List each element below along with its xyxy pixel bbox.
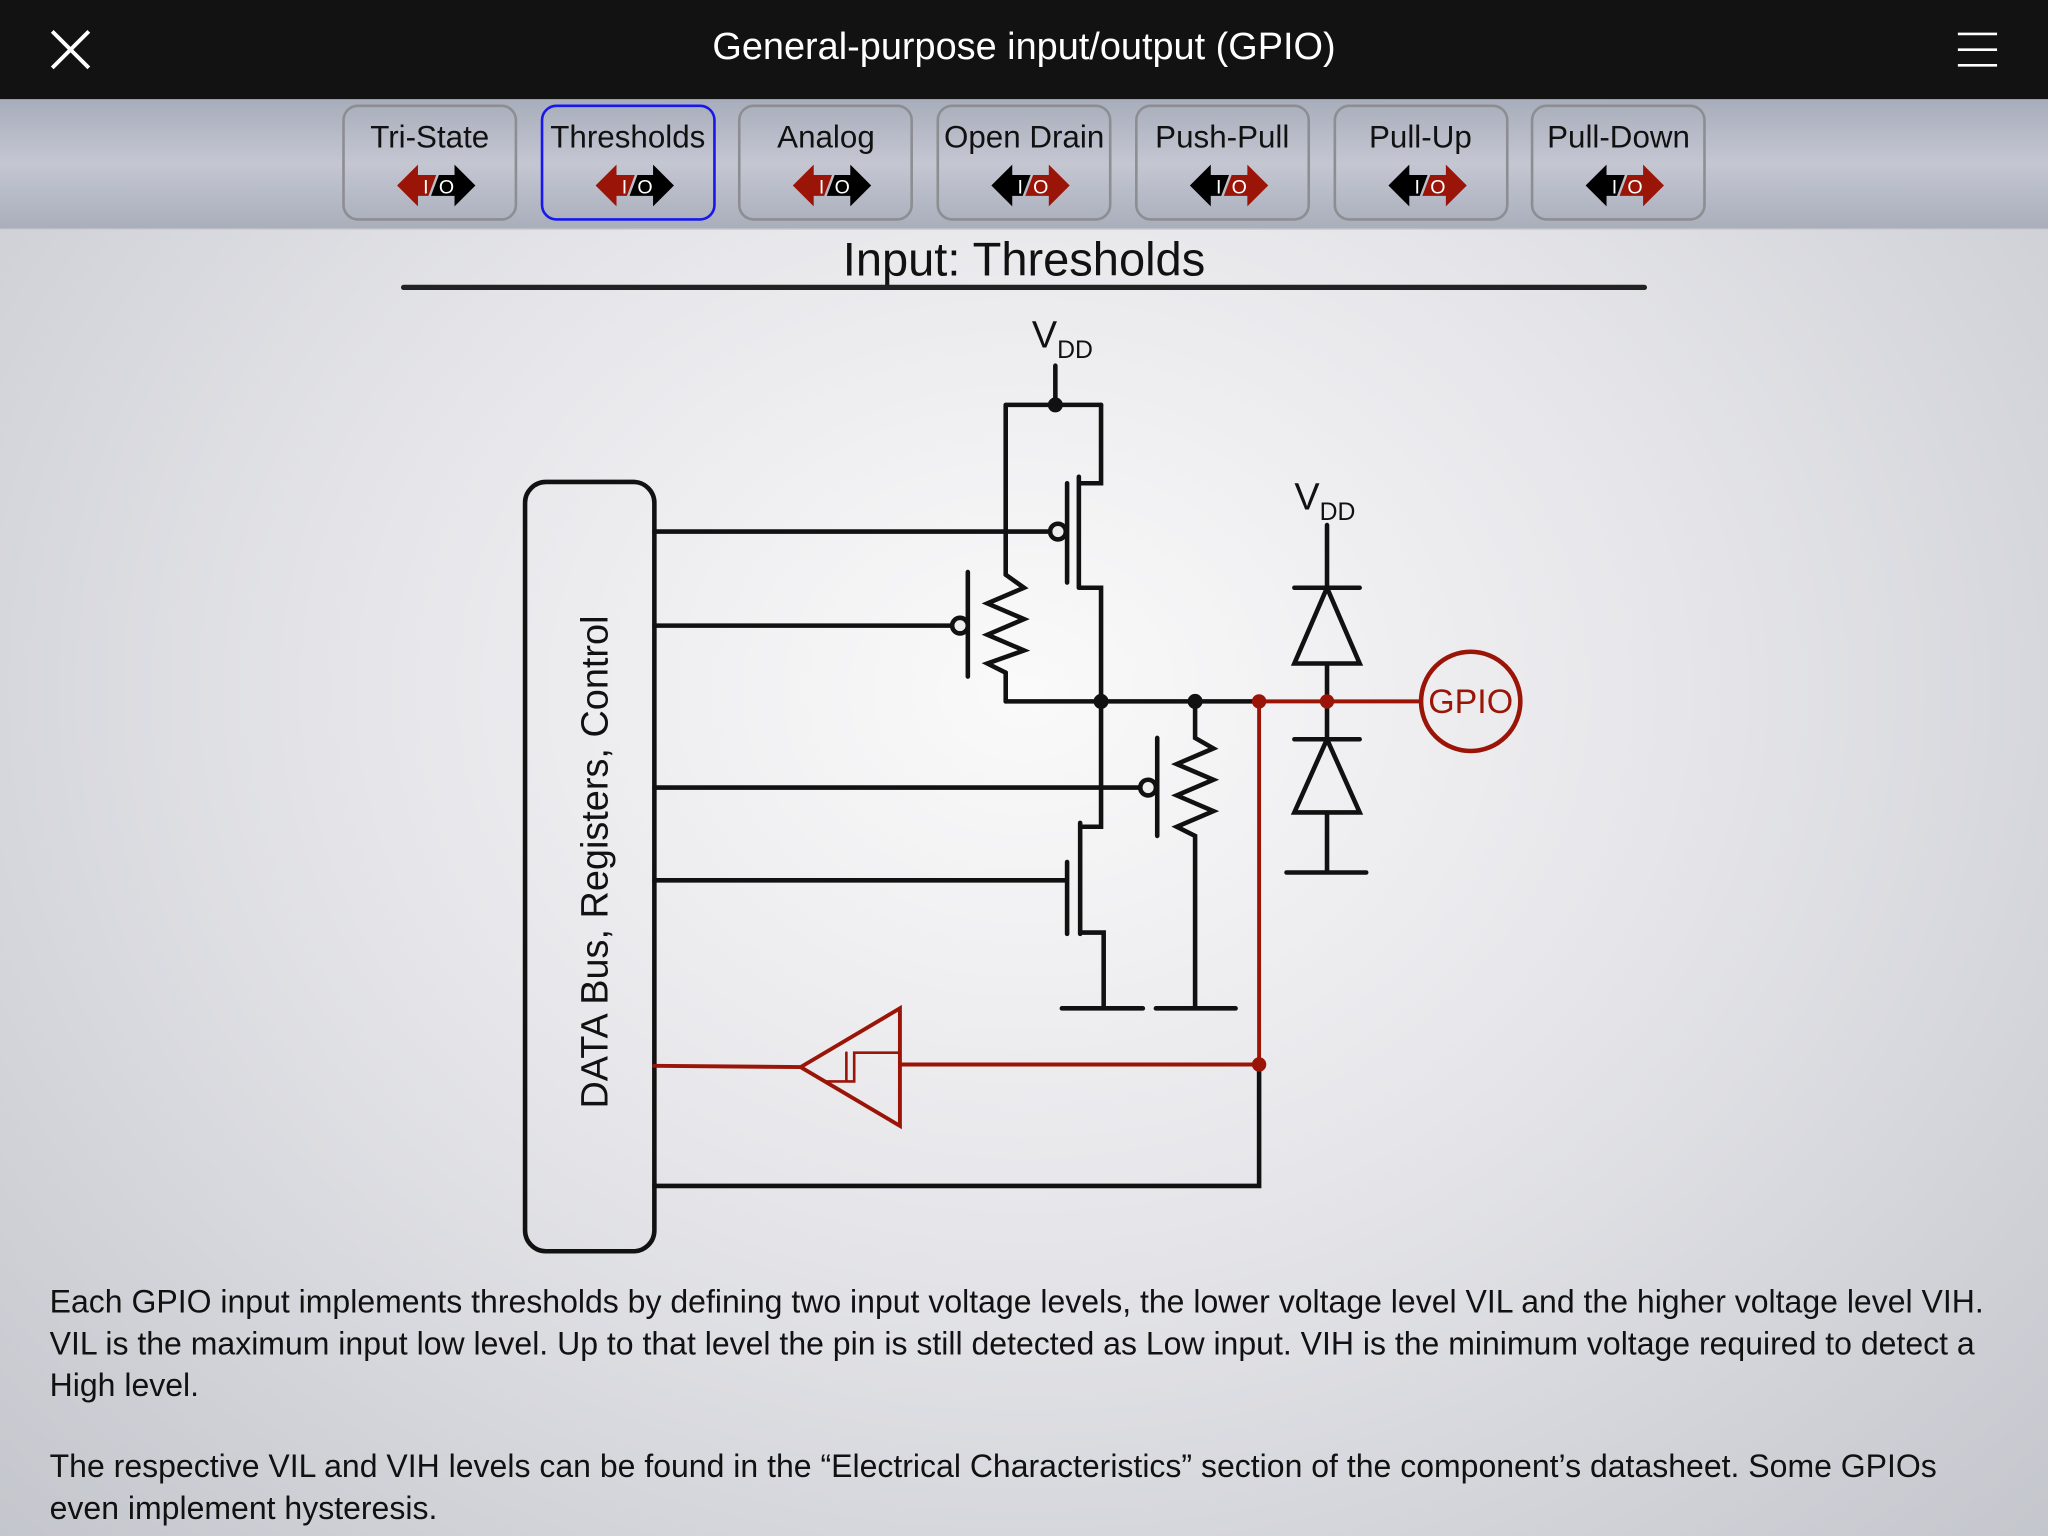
tab-analog[interactable]: Analog I O xyxy=(738,104,914,221)
svg-text:O: O xyxy=(1628,176,1643,198)
svg-text:I: I xyxy=(1018,176,1023,198)
tab-pull-up[interactable]: Pull-Up I O xyxy=(1332,104,1508,221)
vdd-label-diode: VDD xyxy=(1294,476,1355,525)
pmos-transistor xyxy=(652,402,1104,704)
svg-text:O: O xyxy=(1231,176,1246,198)
svg-text:O: O xyxy=(637,176,652,198)
hamburger-menu-icon[interactable] xyxy=(1957,31,1999,68)
io-arrow-icon: I O xyxy=(1585,164,1665,207)
svg-text:O: O xyxy=(835,176,850,198)
svg-text:I: I xyxy=(621,176,626,198)
schmitt-trigger-buffer xyxy=(796,1004,902,1130)
svg-text:I: I xyxy=(819,176,824,198)
title-underline xyxy=(400,284,1648,290)
io-arrow-icon: I O xyxy=(1387,164,1467,207)
tab-thresholds[interactable]: Thresholds I O xyxy=(540,104,716,221)
tab-tri-state[interactable]: Tri-State I O xyxy=(342,104,518,221)
gpio-label: GPIO xyxy=(1428,683,1513,721)
svg-text:I: I xyxy=(423,176,428,198)
tab-label: Open Drain xyxy=(943,120,1105,156)
vdd-label-top: VDD xyxy=(1032,314,1093,363)
io-arrow-icon: I O xyxy=(1189,164,1268,207)
svg-text:O: O xyxy=(1033,176,1048,198)
box-label: DATA Bus, Registers, Control xyxy=(574,616,616,1109)
svg-text:I: I xyxy=(1216,176,1221,198)
pmos-gate-bubble xyxy=(1047,521,1069,542)
io-arrow-icon: I O xyxy=(991,164,1070,207)
data-bus-block xyxy=(522,479,657,1254)
tab-label: Pull-Up xyxy=(1368,120,1472,156)
svg-text:I: I xyxy=(1414,176,1419,198)
close-icon[interactable] xyxy=(47,26,94,73)
io-arrow-icon: I O xyxy=(595,164,674,207)
nmos-transistor xyxy=(652,699,1146,1011)
tab-bar: Tri-State I O Thresholds I O Analog I O … xyxy=(0,99,2048,230)
svg-text:I: I xyxy=(1612,176,1617,198)
io-arrow-icon: I O xyxy=(793,164,872,207)
description-paragraph-2: The respective VIL and VIH levels can be… xyxy=(49,1449,1937,1527)
tab-label: Analog xyxy=(777,120,875,156)
header-bar: General-purpose input/output (GPIO) xyxy=(0,0,2048,100)
gpio-signal-line xyxy=(652,699,1424,1070)
tab-label: Tri-State xyxy=(370,120,490,156)
tab-label: Pull-Down xyxy=(1547,120,1690,156)
svg-text:O: O xyxy=(1430,176,1445,198)
io-arrow-icon: I O xyxy=(397,164,476,207)
tab-pull-down[interactable]: Pull-Down I O xyxy=(1531,104,1707,221)
pullup-switch xyxy=(652,569,971,679)
feedback-wire xyxy=(652,1062,1262,1189)
pulldown-resistor xyxy=(1153,699,1238,1011)
tab-label: Push-Pull xyxy=(1155,120,1290,156)
page-title: Input: Thresholds xyxy=(842,232,1206,287)
hysteresis-icon xyxy=(825,1051,900,1083)
tab-label: Thresholds xyxy=(550,120,706,156)
description-paragraph-1: Each GPIO input implements thresholds by… xyxy=(49,1285,1984,1405)
app-title: General-purpose input/output (GPIO) xyxy=(712,26,1336,68)
tab-push-pull[interactable]: Push-Pull I O xyxy=(1134,104,1310,221)
gpio-pin xyxy=(1418,649,1523,754)
tab-open-drain[interactable]: Open Drain I O xyxy=(936,104,1112,221)
pullup-resistor xyxy=(981,572,1031,675)
svg-text:O: O xyxy=(439,176,454,198)
pulldown-switch xyxy=(652,735,1160,839)
